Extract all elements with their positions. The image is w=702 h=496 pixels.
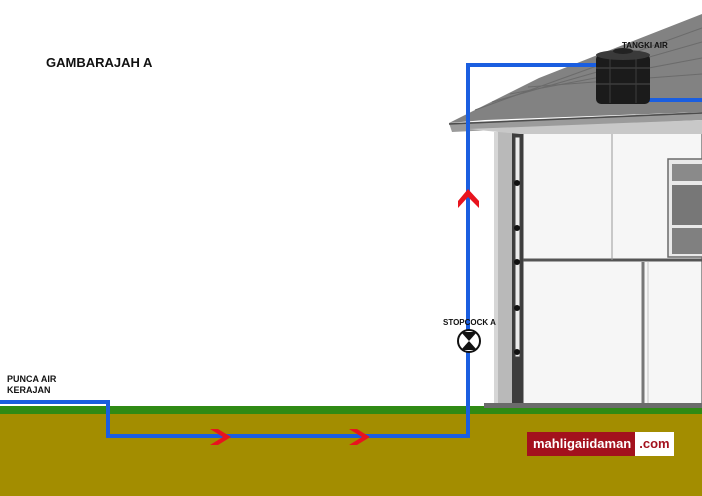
stopcock-valve-icon [457,329,481,353]
downpipe [514,136,521,358]
flow-arrow-icon [458,189,479,208]
water-source-label: PUNCA AIR KERAJAN [7,374,57,395]
watermark-brand: mahligaiidaman [527,432,636,456]
grass-strip [0,406,702,414]
watermark: mahligaiidaman .com [527,432,674,456]
diagram-title: GAMBARAJAH A [46,55,153,70]
watermark-domain: .com [635,432,674,456]
flow-arrow-icon [210,429,231,445]
stopcock-label: STOPCOCK A [443,318,496,327]
water-pipe [0,63,598,438]
tank-label: TANGKI AIR [622,41,668,50]
roof [449,14,702,123]
house-column [494,132,517,406]
flow-arrow-icon [349,429,370,445]
house-wall-lower [522,259,702,407]
water-tank-icon [596,48,650,104]
